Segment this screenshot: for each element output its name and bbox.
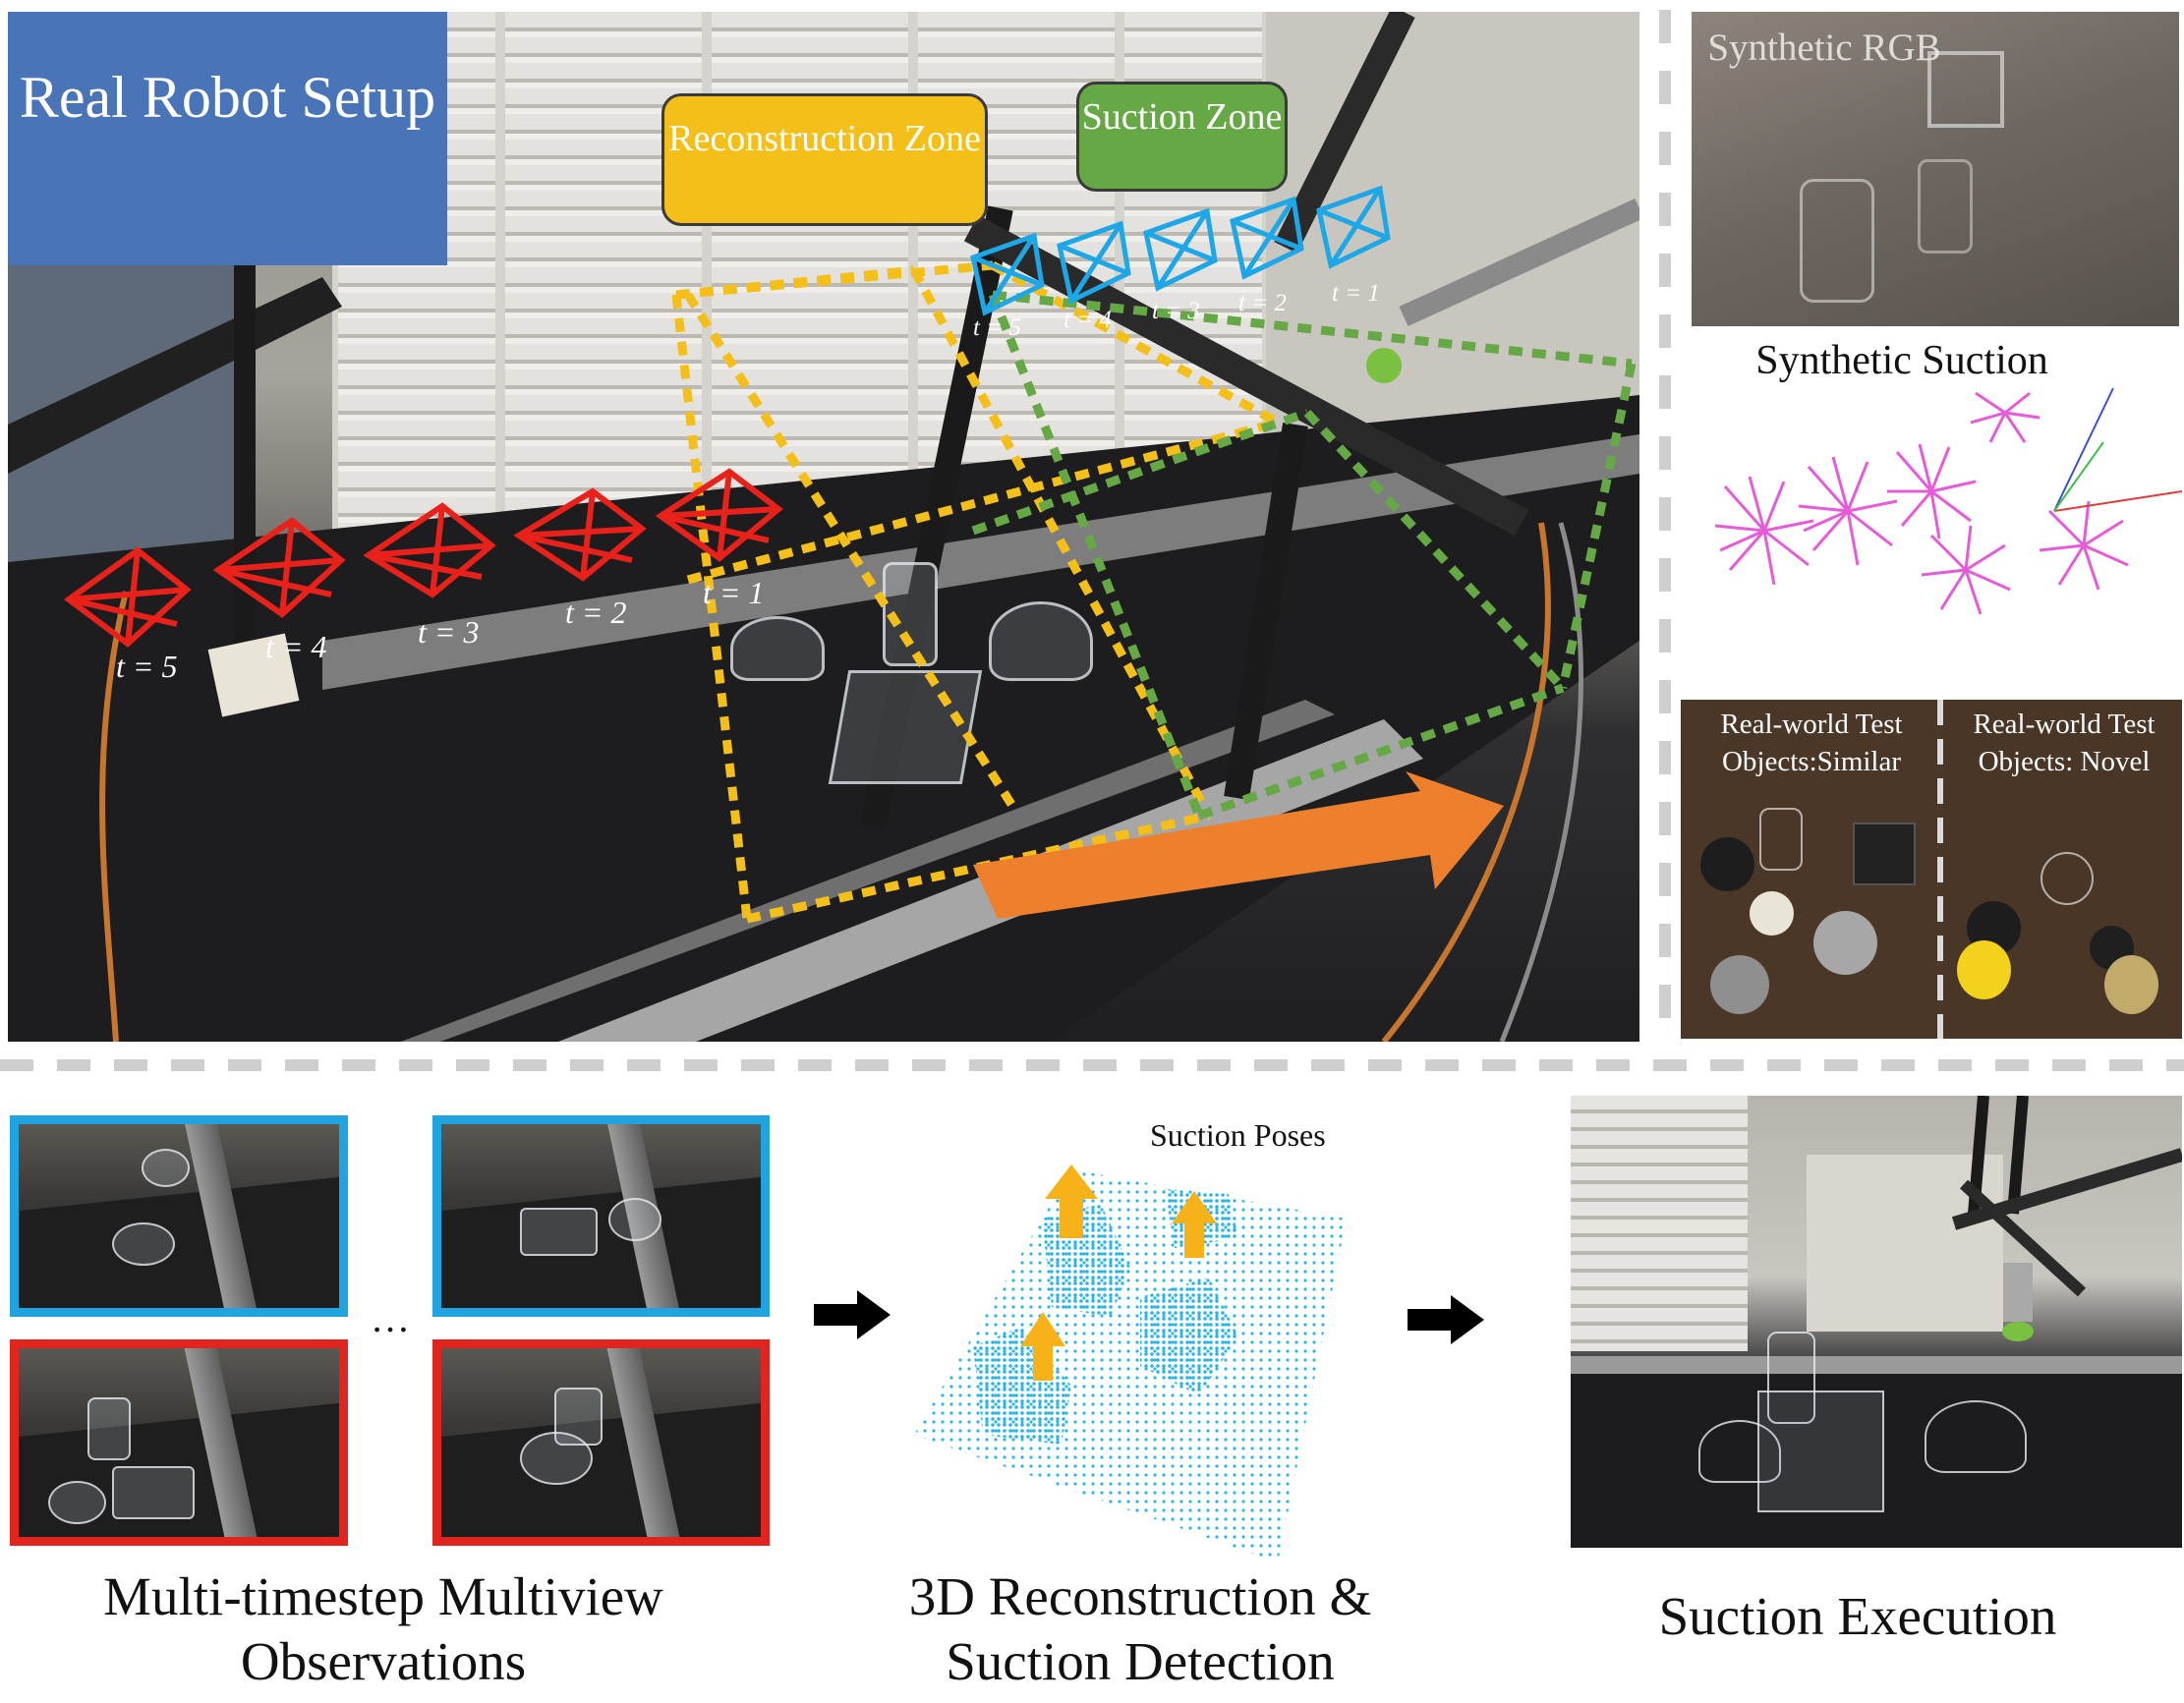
suction-annotation-visualization [1691, 383, 2182, 688]
test-object [1750, 891, 1794, 936]
louver-panel [1571, 1096, 1748, 1351]
synthetic-bottle [1918, 159, 1973, 254]
real-world-divider [1937, 700, 1943, 1039]
vertical-divider [1659, 10, 1671, 1032]
observations-caption: Multi-timestep Multiview Observations [103, 1566, 663, 1691]
red-camera-label: t = 1 [703, 575, 765, 610]
glass-bottle [1767, 1332, 1815, 1424]
flow-arrow-icon [1408, 1295, 1484, 1344]
flow-arrow-icon [814, 1290, 891, 1339]
conveyor-rail [1571, 1356, 2182, 1374]
test-object [1759, 808, 1803, 871]
blue-camera [1057, 220, 1131, 305]
conveyor-belt [1571, 1371, 2182, 1548]
synthetic-glass [1800, 179, 1874, 303]
panel-title: Real Robot Setup [19, 65, 436, 130]
red-camera [63, 546, 192, 648]
synthetic-rgb-label: Synthetic RGB [1707, 27, 1941, 69]
conveyor-direction-arrow [973, 771, 1504, 919]
point-cloud-visualization [914, 1164, 1347, 1562]
plastic-cup [1925, 1400, 2027, 1473]
blue-camera-label: t = 5 [973, 314, 1021, 341]
execution-caption: Suction Execution [1658, 1586, 2057, 1646]
blue-camera-label: t = 3 [1152, 298, 1200, 324]
red-camera-label: t = 3 [418, 614, 480, 650]
red-camera [655, 468, 783, 562]
blue-camera-label: t = 2 [1238, 290, 1287, 316]
observation-blue-view [10, 1115, 348, 1317]
glass-bowl [1698, 1420, 1781, 1483]
test-object [2040, 852, 2094, 905]
blue-camera [970, 232, 1045, 316]
ellipsis: … [371, 1296, 410, 1340]
plastic-cup [989, 601, 1093, 681]
horizontal-divider [0, 1059, 2184, 1071]
suction-execution-photo [1571, 1096, 2182, 1548]
real-world-similar-label: Real-world Test Objects:Similar [1720, 709, 1903, 777]
title-box [8, 12, 447, 265]
red-camera-label: t = 4 [265, 629, 327, 664]
suction-pose-arrow [1020, 1312, 1065, 1381]
test-object [1710, 955, 1769, 1014]
real-world-similar-objects-photo [1681, 700, 1942, 1039]
suction-pose-arrow [1045, 1164, 1098, 1238]
test-object [2104, 955, 2158, 1014]
suction-zone-label: Suction Zone [1076, 82, 1288, 192]
test-object [1700, 837, 1754, 891]
blue-camera-label: t = 4 [1063, 307, 1112, 333]
glass-block [1757, 1391, 1884, 1512]
test-object [1813, 911, 1877, 975]
suction-poses-label: Suction Poses [1150, 1117, 1326, 1153]
red-camera [363, 502, 496, 598]
camera-overlay [63, 185, 1637, 924]
blue-camera-label: t = 1 [1332, 280, 1380, 307]
glass-bottle [883, 562, 938, 666]
glass-bowl [730, 616, 825, 681]
suction-pose-arrow [1172, 1191, 1217, 1258]
observation-red-view [432, 1339, 770, 1546]
blue-camera [1230, 196, 1304, 280]
test-object [1957, 940, 2011, 999]
red-camera-label: t = 2 [565, 595, 627, 630]
reconstruction-caption: 3D Reconstruction & Suction Detection [908, 1566, 1372, 1691]
blue-camera [1143, 207, 1218, 292]
test-object [1853, 823, 1916, 885]
real-world-novel-label: Real-world Test Objects: Novel [1973, 709, 2155, 777]
red-camera-label: t = 5 [116, 649, 178, 684]
red-camera [212, 517, 346, 618]
blue-camera [1316, 185, 1391, 269]
observation-red-view [10, 1339, 348, 1546]
real-world-novel-objects-photo [1942, 700, 2182, 1039]
observation-blue-view [432, 1115, 770, 1317]
reconstruction-zone-label: Reconstruction Zone [661, 93, 988, 226]
robot-arms [1951, 1096, 2182, 1341]
red-camera [513, 487, 647, 582]
synthetic-cube [1927, 51, 2004, 128]
synthetic-rgb-image [1692, 12, 2179, 326]
